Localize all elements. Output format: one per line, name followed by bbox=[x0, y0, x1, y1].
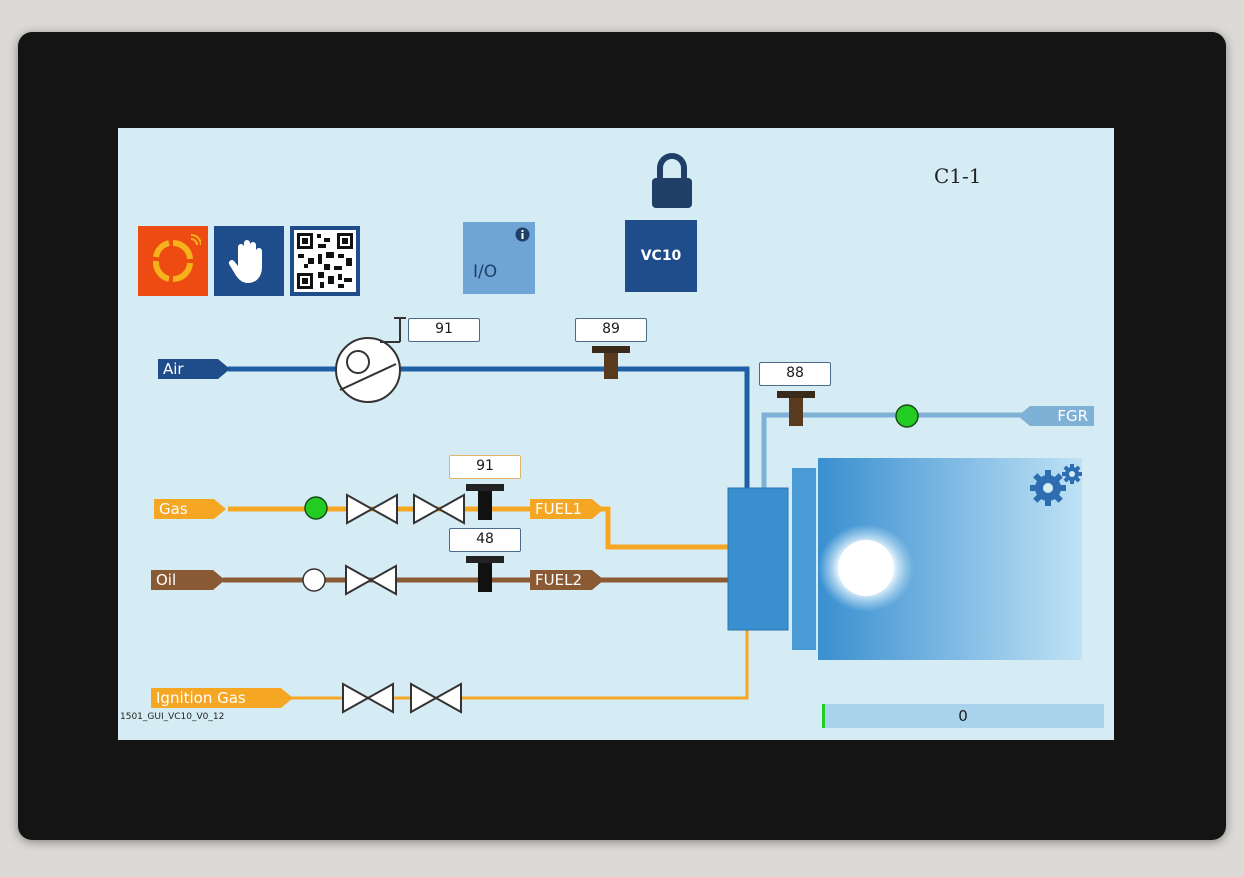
load-bar: 0 bbox=[822, 704, 1104, 728]
fgr-line bbox=[761, 412, 1030, 488]
air-fan[interactable] bbox=[335, 317, 406, 403]
load-bar-fill bbox=[822, 704, 825, 728]
station-id: C1-1 bbox=[934, 164, 982, 188]
ignition-gas-line bbox=[288, 626, 749, 700]
fan-value[interactable]: 91 bbox=[408, 318, 480, 342]
fuel1-label: FUEL1 bbox=[530, 499, 604, 519]
vc10-label: VC10 bbox=[640, 248, 682, 264]
gas-valve-2[interactable] bbox=[413, 493, 465, 525]
version-label: 1501_GUI_VC10_V0_12 bbox=[120, 712, 225, 722]
lock-icon[interactable] bbox=[648, 152, 696, 210]
burner-control-button[interactable] bbox=[138, 226, 208, 296]
oil-pressure-indicator bbox=[302, 568, 326, 592]
oil-actuator[interactable] bbox=[466, 556, 504, 592]
air-line-label: Air bbox=[158, 359, 230, 379]
air-line bbox=[228, 366, 750, 488]
hmi-screen: C1-1 bbox=[118, 128, 1114, 740]
ignition-valve-1[interactable] bbox=[342, 682, 394, 714]
fgr-line-label: FGR bbox=[1018, 406, 1094, 426]
manual-mode-button[interactable] bbox=[214, 226, 284, 296]
qr-code-button[interactable] bbox=[290, 226, 360, 296]
ignition-valve-2[interactable] bbox=[410, 682, 462, 714]
info-icon bbox=[515, 227, 530, 242]
fgr-indicator bbox=[895, 404, 919, 428]
ignition-gas-line-label: Ignition Gas bbox=[151, 688, 293, 708]
io-button[interactable]: I/O bbox=[463, 222, 535, 294]
air-damper-actuator[interactable] bbox=[592, 346, 630, 379]
vc10-button[interactable]: VC10 bbox=[625, 220, 697, 292]
oil-line-label: Oil bbox=[151, 570, 225, 590]
process-diagram bbox=[223, 317, 1082, 714]
gears-icon[interactable] bbox=[1028, 462, 1086, 508]
gas-actuator-value[interactable]: 91 bbox=[449, 455, 521, 479]
gas-valve-1[interactable] bbox=[346, 493, 398, 525]
fgr-damper-value[interactable]: 88 bbox=[759, 362, 831, 386]
load-value: 0 bbox=[958, 707, 968, 725]
oil-actuator-value[interactable]: 48 bbox=[449, 528, 521, 552]
qr-code-icon bbox=[294, 230, 356, 292]
fuel2-label: FUEL2 bbox=[530, 570, 604, 590]
gas-line-label: Gas bbox=[154, 499, 226, 519]
gas-actuator[interactable] bbox=[466, 484, 504, 520]
io-label: I/O bbox=[473, 262, 498, 282]
oil-valve[interactable] bbox=[345, 564, 397, 596]
refresh-cycle-icon bbox=[152, 234, 201, 283]
gas-pressure-indicator bbox=[304, 496, 328, 520]
air-damper-value[interactable]: 89 bbox=[575, 318, 647, 342]
fgr-damper-actuator[interactable] bbox=[777, 391, 815, 426]
hand-icon bbox=[228, 240, 262, 283]
